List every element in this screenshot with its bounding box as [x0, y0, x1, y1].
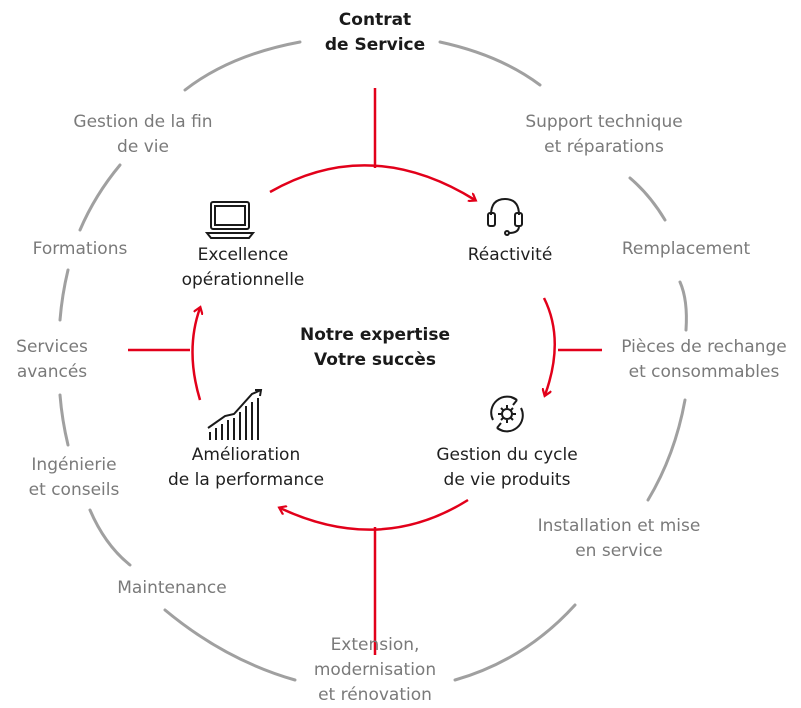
outer-ring-segment — [58, 393, 70, 447]
outer-ring-segment — [58, 268, 70, 322]
outer-ring-segment — [646, 398, 687, 502]
growth-chart-icon — [207, 389, 263, 440]
service-label: Services — [16, 337, 88, 357]
service-label: Extension, — [330, 635, 420, 655]
service-remplacement: Remplacement — [622, 237, 750, 262]
outer-ring — [58, 40, 688, 682]
laptop-icon — [204, 201, 256, 239]
service-label: Gestion de la fin — [73, 112, 213, 132]
outer-ring-segment — [678, 280, 688, 332]
pillar-label: Excellence — [197, 245, 289, 265]
arrow-to-gestion-cycle — [544, 297, 556, 395]
arrow-to-amelioration — [280, 498, 469, 531]
service-label: de vie — [117, 137, 169, 157]
service-label: Pièces de rechange — [621, 337, 787, 357]
service-formations: Formations — [33, 237, 128, 262]
pillar-label: Amélioration — [191, 445, 301, 465]
center-tagline-line: Notre expertise — [299, 325, 451, 345]
service-maintenance: Maintenance — [117, 576, 226, 601]
pillar-label: Gestion du cycle — [436, 445, 578, 465]
arrow-to-reactivite — [269, 164, 475, 200]
service-extension: Extension, modernisation et rénovation — [314, 633, 436, 708]
center-tagline-line: Votre succès — [314, 350, 436, 370]
pillar-gestion-cycle: Gestion du cycle de vie produits — [436, 443, 577, 493]
inner-cycle — [128, 88, 602, 655]
pillar-excellence: Excellence opérationnelle — [182, 243, 305, 293]
pillar-label: de la performance — [167, 470, 325, 490]
service-label: modernisation — [313, 660, 437, 680]
service-fin-de-vie: Gestion de la fin de vie — [73, 110, 212, 160]
contract-title-line: de Service — [324, 35, 426, 55]
service-services-avances: Services avancés — [16, 335, 88, 385]
service-label: Ingénierie — [31, 455, 117, 475]
service-ingenierie: Ingénierie et conseils — [29, 453, 120, 503]
service-label: et consommables — [628, 362, 780, 382]
outer-ring-segment — [438, 40, 542, 87]
service-label: Support technique — [525, 112, 683, 132]
service-label: et conseils — [28, 480, 120, 500]
service-label: Formations — [32, 239, 128, 259]
pillar-label: opérationnelle — [181, 270, 305, 290]
service-label: Installation et mise — [537, 516, 701, 536]
outer-ring-segment — [628, 176, 667, 222]
service-label: Maintenance — [117, 578, 227, 598]
service-label: avancés — [16, 362, 88, 382]
pillar-reactivite: Réactivité — [468, 243, 553, 268]
gear-cycle-icon — [490, 395, 524, 433]
outer-ring-segment — [183, 40, 302, 92]
service-pieces-rechange: Pièces de rechange et consommables — [621, 335, 786, 385]
contract-title: Contrat de Service — [325, 8, 425, 58]
outer-ring-segment — [453, 603, 577, 682]
pillar-amelioration: Amélioration de la performance — [168, 443, 324, 493]
pillar-label: de vie produits — [443, 470, 571, 490]
service-label: et réparations — [544, 137, 664, 157]
service-installation: Installation et mise en service — [538, 514, 701, 564]
arrow-to-excellence — [191, 308, 201, 401]
pillar-label: Réactivité — [467, 245, 553, 265]
center-tagline: Notre expertise Votre succès — [300, 323, 450, 373]
service-label: Remplacement — [621, 239, 751, 259]
headset-icon — [487, 197, 523, 236]
contract-title-line: Contrat — [338, 10, 412, 30]
service-label: en service — [575, 541, 663, 561]
outer-ring-segment — [163, 608, 297, 682]
service-support-technique: Support technique et réparations — [525, 110, 682, 160]
outer-ring-segment — [78, 163, 122, 232]
service-label: et rénovation — [318, 685, 432, 705]
outer-ring-segment — [88, 508, 132, 567]
